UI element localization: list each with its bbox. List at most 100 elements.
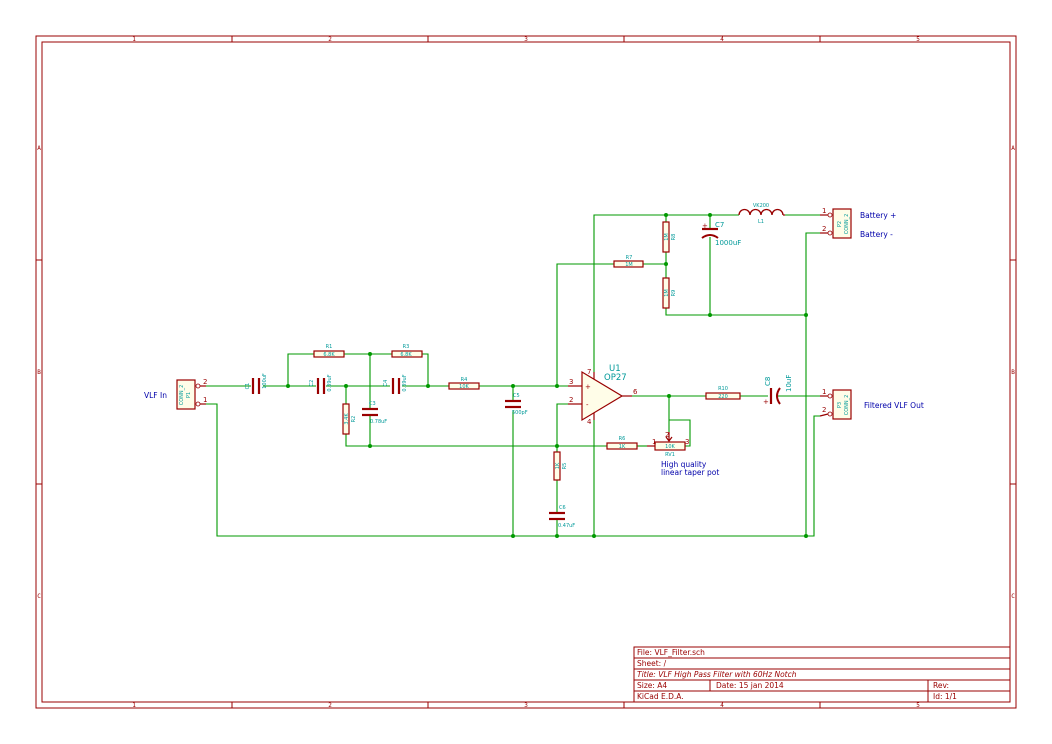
c4-ref: C4: [383, 380, 389, 387]
r7-value: 1M: [625, 262, 633, 268]
tb-rev: Rev:: [933, 681, 949, 690]
u1-pin7-num: 7: [587, 368, 591, 376]
connector-p1: CONN_2 P1 2 1: [176, 378, 207, 410]
c8-value: 10uF: [785, 375, 793, 392]
resistor-r5: 1K R5: [553, 451, 568, 481]
p1-value: CONN_2: [179, 385, 185, 406]
c4-value: 0.39uF: [402, 374, 408, 391]
c7-ref: C7: [715, 221, 724, 229]
u1-ref: U1: [609, 364, 621, 374]
row-label-c-left: C: [37, 593, 41, 600]
u1-pin4-num: 4: [587, 418, 592, 426]
rv1-ref: RV1: [665, 452, 675, 458]
r5-ref: R5: [562, 463, 568, 470]
frame-ticks: [36, 36, 1016, 708]
resistor-r2: 3.4K R2: [342, 403, 357, 435]
tb-title: Title: VLF High Pass Filter with 60Hz No…: [637, 670, 797, 679]
tb-sheet: Sheet: /: [637, 659, 667, 668]
capacitor-c8: + C8 10uF: [763, 375, 793, 406]
capacitor-c2: C2 0.39uF: [309, 374, 333, 394]
r3-ref: R3: [403, 344, 410, 350]
col-label-2-bottom: 2: [328, 702, 332, 709]
r9-value: 1M: [664, 289, 670, 297]
capacitor-c6: C6 0.47uF: [549, 505, 575, 529]
tb-date: Date: 15 jan 2014: [716, 681, 784, 690]
col-label-1-top: 1: [132, 36, 136, 43]
p3-value: CONN_2: [844, 395, 850, 416]
r9-ref: R9: [671, 290, 677, 297]
capacitor-c4: C4 0.39uF: [383, 374, 408, 394]
col-label-3-top: 3: [524, 36, 528, 43]
capacitor-c3: C3 0.78uF: [362, 401, 387, 425]
r3-value: 6.8K: [400, 352, 412, 358]
p2-pin1-num: 1: [822, 207, 826, 215]
r1-value: 6.8K: [323, 352, 335, 358]
tb-tool: KiCad E.D.A.: [637, 692, 684, 701]
resistor-r8: 1M R8: [662, 221, 677, 253]
r1-ref: R1: [326, 344, 333, 350]
capacitor-c1: C1 100uF: [245, 373, 268, 394]
row-label-a-left: A: [37, 145, 41, 152]
r4-ref: R4: [461, 377, 468, 383]
connector-p2: P2 CONN_2 1 2: [820, 207, 852, 239]
u1-pin2-num: 2: [569, 396, 573, 404]
r10-value: 220: [718, 394, 728, 400]
rv1-pin1-num: 1: [652, 438, 656, 446]
p2-ref: P2: [837, 221, 843, 227]
net-label-filtered-out: Filtered VLF Out: [864, 401, 924, 410]
c1-ref: C1: [245, 383, 251, 390]
u1-plus-sign: +: [585, 383, 591, 391]
c2-value: 0.39uF: [327, 374, 333, 391]
resistor-r1: R1 6.8K: [313, 344, 345, 358]
net-label-battery-pos: Battery +: [860, 211, 896, 220]
r6-ref: R6: [619, 436, 626, 442]
p2-pin2-num: 2: [822, 225, 826, 233]
p1-pin1-num: 1: [203, 396, 207, 404]
resistor-r6: R6 1K: [606, 436, 638, 450]
title-block: [633, 646, 1011, 703]
col-label-2-top: 2: [328, 36, 332, 43]
r2-ref: R2: [351, 416, 357, 423]
r8-ref: R8: [671, 234, 677, 241]
resistor-r10: R10 220: [705, 386, 741, 400]
row-label-c-right: C: [1011, 593, 1015, 600]
p1-pin2-num: 2: [203, 378, 207, 386]
l1-value: VK200: [753, 203, 769, 209]
r7-ref: R7: [626, 255, 633, 261]
p3-pin1-num: 1: [822, 388, 826, 396]
c7-plus-sign: +: [702, 222, 708, 230]
resistor-r4: R4 10K: [448, 377, 480, 390]
p1-ref: P1: [186, 392, 192, 398]
row-label-b-right: B: [1011, 369, 1015, 376]
p3-ref: P3: [837, 402, 843, 408]
c3-ref: C3: [369, 401, 376, 407]
potentiometer-rv1: 10K RV1 1 2 3: [647, 431, 689, 458]
col-label-4-top: 4: [720, 36, 724, 43]
rv1-pin3-num: 3: [685, 438, 689, 446]
connector-p3: P3 CONN_2 1 2: [819, 388, 852, 420]
sheet-frame: 1 2 3 4 5 1 2 3 4 5 A B C A B C: [35, 35, 1017, 709]
r8-value: 1M: [664, 233, 670, 241]
col-label-5-top: 5: [916, 36, 920, 43]
c2-ref: C2: [309, 380, 315, 387]
capacitor-c5: C5 500pF: [505, 393, 528, 416]
inductor-l1: VK200 L1: [738, 203, 785, 225]
rv1-note-line2: linear taper pot: [661, 468, 719, 477]
net-label-vlf-in: VLF In: [144, 391, 167, 400]
u1-value: OP27: [604, 373, 627, 383]
col-label-1-bottom: 1: [132, 702, 136, 709]
col-label-5-bottom: 5: [916, 702, 920, 709]
p3-pin2-num: 2: [822, 406, 826, 414]
c7-value: 1000uF: [715, 239, 741, 247]
c1-value: 100uF: [262, 373, 268, 389]
col-label-3-bottom: 3: [524, 702, 528, 709]
r4-value: 10K: [459, 384, 469, 390]
resistor-r9: 1M R9: [662, 277, 677, 309]
p2-value: CONN_2: [844, 214, 850, 235]
col-label-4-bottom: 4: [720, 702, 724, 709]
c3-value: 0.78uF: [370, 419, 387, 425]
rv1-pin2-num: 2: [665, 431, 669, 439]
r2-value: 3.4K: [344, 413, 350, 425]
net-label-battery-neg: Battery -: [860, 230, 893, 239]
